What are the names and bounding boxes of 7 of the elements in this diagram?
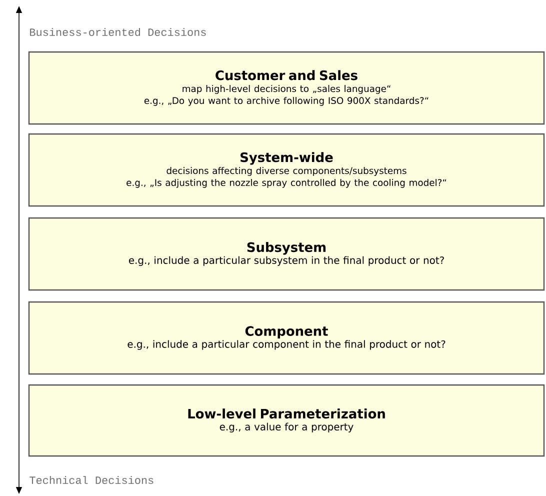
layer-box: Customer and Sales map high-level decisions to „sales language“ e.g., „Do you want to archive following ISO 900X standards?“ xyxy=(28,51,545,125)
axis-label: Business-oriented Decisions xyxy=(30,28,206,36)
axis-label: Technical Decisions xyxy=(30,476,154,484)
layer-box: Component e.g., include a particular component in the final product or not? xyxy=(28,301,545,375)
layer-box: Low-level Parameterization e.g., a value for a property xyxy=(28,384,545,457)
layer-box: System-wide decisions affecting diverse components/subsystems e.g., „Is adjusting the nozzle spray controlled by the cooling model?“ xyxy=(28,133,545,207)
layer-box: Subsystem e.g., include a particular subsystem in the final product or not? xyxy=(28,217,545,291)
